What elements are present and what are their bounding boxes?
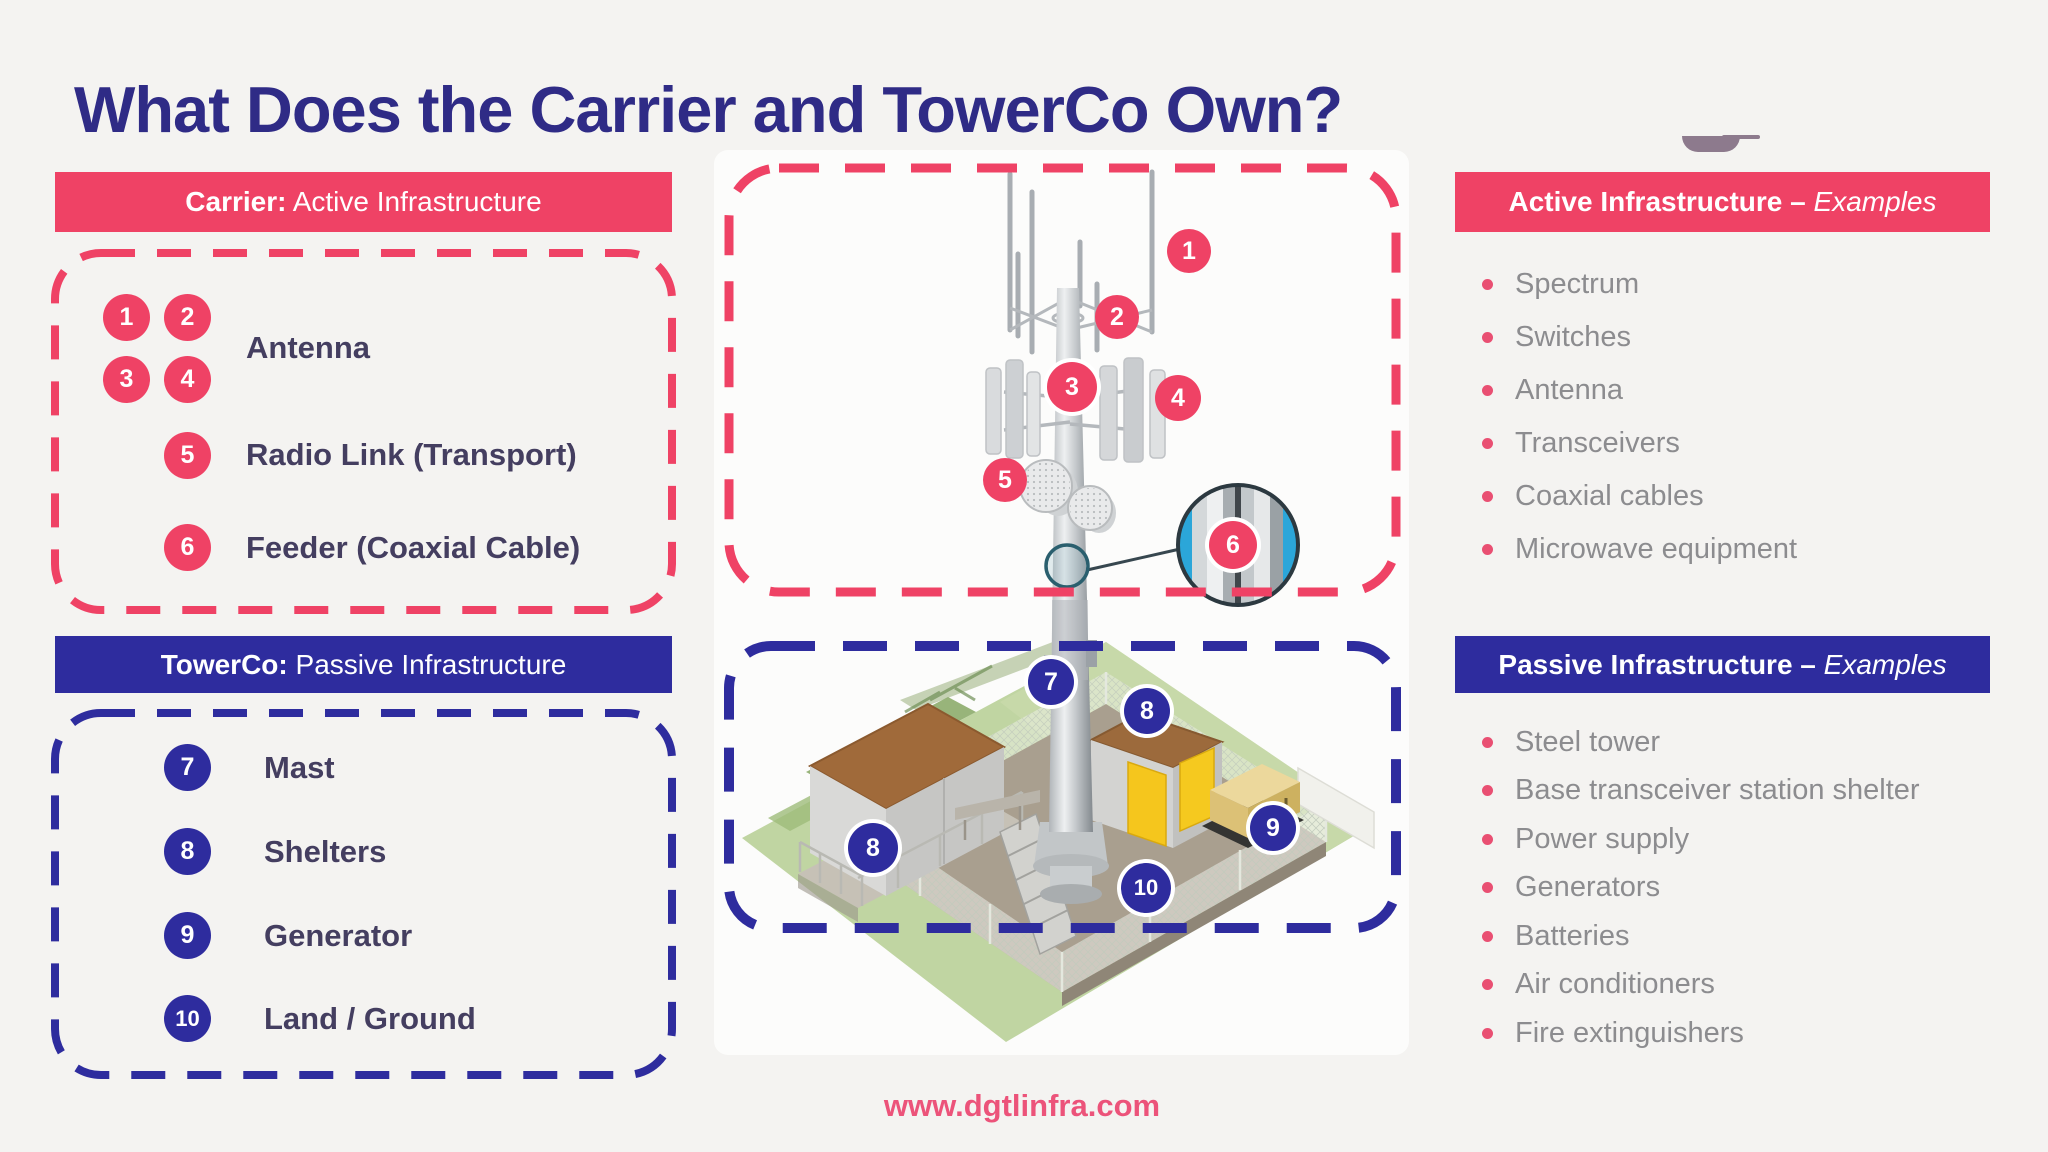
- legend-badge-7: 7: [164, 744, 211, 791]
- list-item: Power supply: [1482, 815, 2042, 864]
- list-item: Coaxial cables: [1482, 470, 2042, 523]
- carrier-banner-bold: Carrier:: [185, 186, 287, 217]
- towerco-banner: TowerCo: Passive Infrastructure: [55, 636, 672, 693]
- cable-highlight-circle: [1044, 543, 1090, 589]
- figure-badge-7: 7: [1028, 659, 1074, 705]
- legend-badge-4: 4: [164, 356, 211, 403]
- active-banner-sep: –: [1782, 186, 1814, 217]
- page-title: What Does the Carrier and TowerCo Own?: [74, 72, 1343, 146]
- figure-badge-9: 9: [1250, 805, 1296, 851]
- list-item: Generators: [1482, 864, 2042, 913]
- list-item: Steel tower: [1482, 718, 2042, 767]
- towerco-banner-bold: TowerCo:: [160, 648, 288, 680]
- list-item: Spectrum: [1482, 258, 2042, 311]
- passive-examples-list: Steel tower Base transceiver station she…: [1482, 718, 2042, 1058]
- list-item: Fire extinguishers: [1482, 1009, 2042, 1058]
- active-zone-frame: [724, 163, 1401, 597]
- active-examples-banner: Active Infrastructure – Examples: [1455, 172, 1990, 232]
- legend-label-antenna: Antenna: [246, 330, 370, 365]
- website-link[interactable]: www.dgtlinfra.com: [883, 1088, 1161, 1123]
- passive-banner-italic: Examples: [1823, 648, 1947, 680]
- figure-badge-10: 10: [1121, 863, 1171, 913]
- legend-badge-2: 2: [164, 294, 211, 341]
- active-banner-italic: Examples: [1813, 186, 1937, 217]
- mast-base: [1033, 822, 1109, 904]
- legend-badge-6: 6: [164, 524, 211, 571]
- legend-label-land-ground: Land / Ground: [264, 1001, 476, 1036]
- carrier-banner-rest: Active Infrastructure: [286, 186, 542, 217]
- list-item: Switches: [1482, 311, 2042, 364]
- figure-badge-5: 5: [983, 458, 1027, 502]
- legend-badge-9: 9: [164, 912, 211, 959]
- microwave-dishes: [1019, 459, 1116, 533]
- list-item: Transceivers: [1482, 417, 2042, 470]
- list-item: Base transceiver station shelter: [1482, 767, 2042, 816]
- figure-badge-6: 6: [1209, 521, 1257, 569]
- site-illustration: [742, 640, 1375, 1042]
- legend-badge-1: 1: [103, 294, 150, 341]
- legend-badge-5: 5: [164, 432, 211, 479]
- legend-label-shelters: Shelters: [264, 834, 387, 869]
- passive-banner-bold: Passive Infrastructure: [1498, 648, 1793, 680]
- legend-label-generator: Generator: [264, 918, 413, 953]
- towerco-banner-rest: Passive Infrastructure: [287, 648, 567, 680]
- list-item: Batteries: [1482, 912, 2042, 961]
- decorative-crescent-icon: [1682, 135, 1760, 152]
- active-examples-list: Spectrum Switches Antenna Transceivers C…: [1482, 258, 2042, 576]
- list-item: Antenna: [1482, 364, 2042, 417]
- carrier-banner: Carrier: Active Infrastructure: [55, 172, 672, 232]
- legend-badge-8: 8: [164, 828, 211, 875]
- shelter-right: [1088, 712, 1225, 848]
- legend-label-mast: Mast: [264, 750, 335, 785]
- passive-zone-frame: [724, 641, 1401, 933]
- active-banner-bold: Active Infrastructure: [1508, 186, 1783, 217]
- figure-badge-1: 1: [1167, 229, 1211, 273]
- towerco-legend-frame: [51, 709, 676, 1079]
- passive-examples-banner: Passive Infrastructure – Examples: [1455, 636, 1990, 693]
- figure-badge-4: 4: [1155, 375, 1201, 421]
- carrier-legend-frame: [51, 249, 676, 614]
- legend-label-feeder: Feeder (Coaxial Cable): [246, 530, 581, 565]
- legend-badge-3: 3: [103, 356, 150, 403]
- figure-badge-8b: 8: [848, 823, 898, 873]
- passive-banner-sep: –: [1792, 648, 1824, 680]
- list-item: Microwave equipment: [1482, 523, 2042, 576]
- figure-badge-8a: 8: [1124, 688, 1170, 734]
- legend-label-radio-link: Radio Link (Transport): [246, 437, 577, 472]
- figure-badge-3: 3: [1047, 362, 1097, 412]
- figure-badge-2: 2: [1095, 295, 1139, 339]
- list-item: Air conditioners: [1482, 961, 2042, 1010]
- legend-badge-10: 10: [164, 995, 211, 1042]
